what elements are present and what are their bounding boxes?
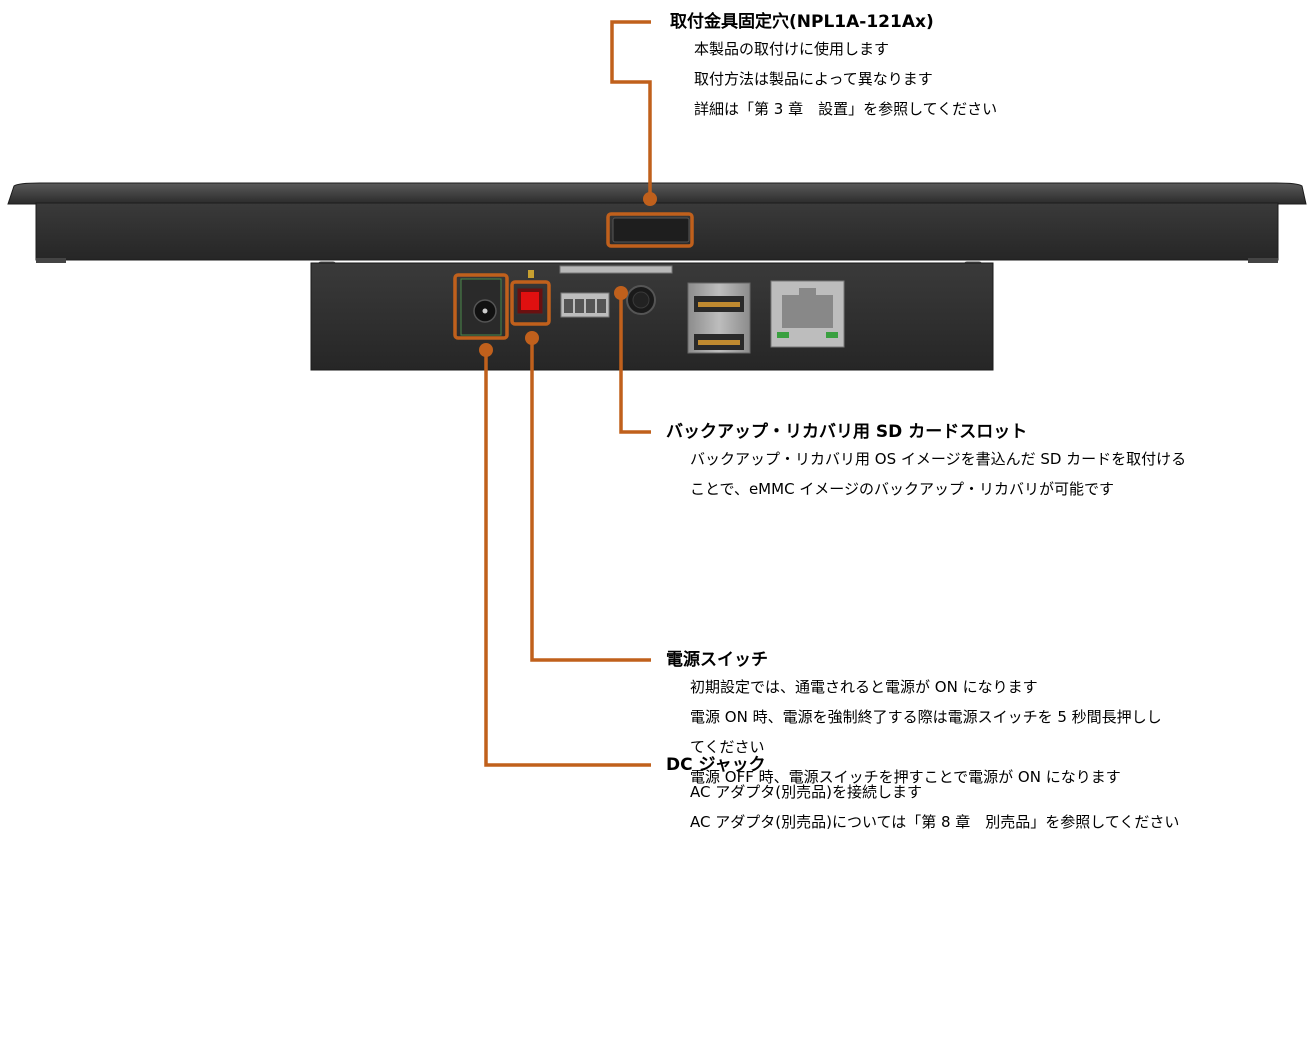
callout-title: DC ジャック [666, 755, 766, 775]
callout-line: てください [690, 738, 765, 756]
power-switch [521, 292, 539, 310]
bracket-hole [612, 217, 690, 243]
leader-dot-sd-slot [614, 286, 628, 300]
rear-panel-foot-right [1248, 258, 1278, 263]
lan-led-right [826, 332, 838, 338]
leader-dot-bracket-hole [643, 192, 657, 206]
led-indicator [528, 270, 534, 278]
leader-dot-power-switch [525, 331, 539, 345]
usb-port-lower-tongue [698, 340, 740, 345]
callout-line: 電源 OFF 時、電源スイッチを押すことで電源が ON になります [690, 768, 1121, 786]
callout-line: AC アダプタ(別売品)については「第 8 章 別売品」を参照してください [690, 813, 1180, 831]
leader-dot-dc-jack [479, 343, 493, 357]
rear-panel-foot-left [36, 258, 66, 263]
callout-line: 本製品の取付けに使用します [694, 40, 890, 58]
callout-title: 取付金具固定穴(NPL1A-121Ax) [670, 12, 934, 32]
callout-line: 詳細は「第 3 章 設置」を参照してください [694, 100, 998, 118]
terminal-pin-2 [575, 299, 584, 313]
callout-title: 電源スイッチ [666, 650, 768, 670]
leader-sd-slot [619, 293, 651, 434]
callout-line: 電源 ON 時、電源を強制終了する際は電源スイッチを 5 秒間長押しし [690, 708, 1162, 726]
leader-power-switch [530, 338, 651, 662]
lan-port-opening [782, 295, 833, 328]
front-bezel [7, 182, 1307, 205]
io-housing [310, 262, 994, 371]
callout-bracket-hole: 取付金具固定穴(NPL1A-121Ax) 本製品の取付けに使用します 取付方法は… [670, 10, 997, 124]
sd-card-slot-inner [632, 291, 650, 309]
connector-strip [559, 265, 673, 274]
bracket-hole-highlight [606, 212, 694, 248]
lan-port-clip [799, 288, 816, 296]
callout-sd-slot: バックアップ・リカバリ用 SD カードスロット バックアップ・リカバリ用 OS … [666, 420, 1186, 504]
callout-title: バックアップ・リカバリ用 SD カードスロット [666, 422, 1028, 442]
terminal-pin-1 [564, 299, 573, 313]
callout-line: AC アダプタ(別売品)を接続します [690, 783, 922, 801]
leader-dc-jack [484, 350, 651, 767]
callout-line: 取付方法は製品によって異なります [694, 70, 933, 88]
callout-line: 初期設定では、通電されると電源が ON になります [690, 678, 1038, 696]
leader-bracket-hole [610, 20, 652, 199]
terminal-pin-4 [597, 299, 606, 313]
terminal-pin-3 [586, 299, 595, 313]
dc-jack-highlight [453, 273, 509, 340]
callout-power-switch: 電源スイッチ 初期設定では、通電されると電源が ON になります 電源 ON 時… [666, 648, 1162, 792]
callout-line: ことで、eMMC イメージのバックアップ・リカバリが可能です [690, 480, 1115, 498]
usb-port-upper-tongue [698, 302, 740, 307]
power-switch-highlight [510, 280, 551, 326]
callout-dc-jack: DC ジャック AC アダプタ(別売品)を接続します AC アダプタ(別売品)に… [666, 753, 1179, 837]
lan-led-left [777, 332, 789, 338]
dc-jack-pin [482, 308, 488, 314]
callout-line: バックアップ・リカバリ用 OS イメージを書込んだ SD カードを取付ける [690, 450, 1187, 468]
